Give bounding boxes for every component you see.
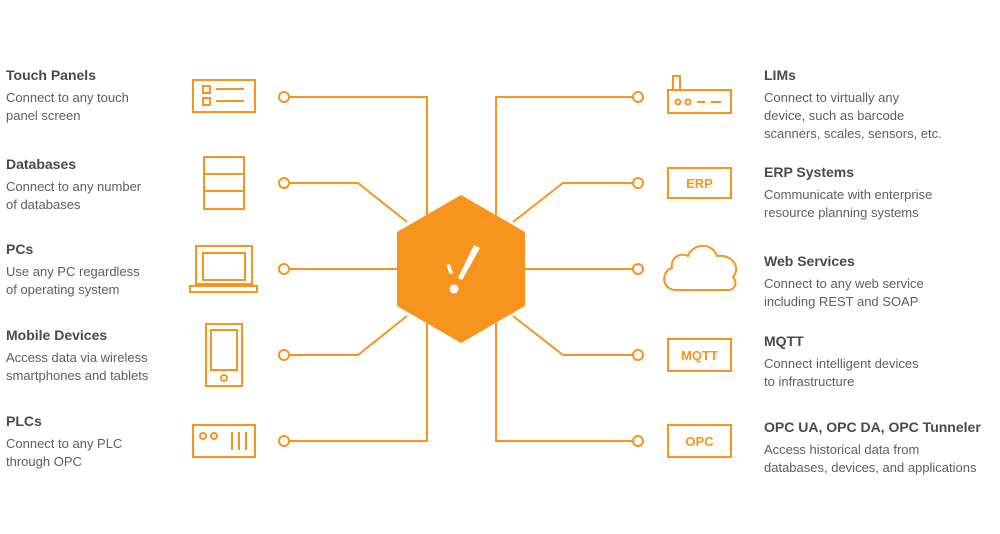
endpoint-databases: [278, 177, 290, 189]
connector-touch-panels: [289, 96, 428, 215]
endpoint-plcs: [278, 435, 290, 447]
touch-panel-icon: [192, 79, 256, 113]
exclamation-mark-icon: [446, 245, 480, 294]
erp-badge-label: ERP: [686, 176, 713, 191]
item-title: Databases: [6, 156, 77, 172]
item-title: Mobile Devices: [6, 327, 108, 343]
item-title: OPC UA, OPC DA, OPC Tunneler: [764, 419, 981, 435]
connector-databases: [289, 182, 408, 223]
connector-erp: [512, 182, 633, 223]
opc-badge-icon: [667, 424, 732, 458]
connector-plcs: [289, 323, 428, 442]
laptop-icon: [189, 245, 258, 293]
connector-endpoints: [278, 91, 644, 447]
endpoint-opc: [632, 435, 644, 447]
connector-opc: [495, 323, 633, 442]
connector-mobile-devices: [289, 315, 408, 356]
smartphone-icon: [205, 323, 243, 387]
item-title: MQTT: [764, 333, 804, 349]
connector-mqtt: [512, 315, 633, 356]
endpoint-lims: [632, 91, 644, 103]
connector-lims: [495, 96, 633, 215]
item-title: Web Services: [764, 253, 855, 269]
endpoint-mqtt: [632, 349, 644, 361]
database-icon: [203, 156, 245, 210]
endpoint-touch-panels: [278, 91, 290, 103]
mqtt-badge-icon: [667, 338, 732, 372]
cloud-icon: [663, 244, 738, 292]
router-device-icon: [667, 75, 732, 114]
item-title: PLCs: [6, 413, 42, 429]
item-opc: OPC UA, OPC DA, OPC Tunneler Access hist…: [764, 418, 1000, 477]
mqtt-badge-label: MQTT: [681, 348, 718, 363]
endpoint-erp: [632, 177, 644, 189]
central-hub: [397, 195, 525, 343]
endpoint-web-services: [632, 263, 644, 275]
erp-badge-icon: [667, 167, 732, 199]
endpoint-mobile-devices: [278, 349, 290, 361]
item-title: PCs: [6, 241, 34, 257]
connector-lines: [289, 96, 633, 442]
item-title: ERP Systems: [764, 164, 855, 180]
opc-badge-label: OPC: [685, 434, 714, 449]
item-title: Touch Panels: [6, 67, 96, 83]
endpoint-pcs: [278, 263, 290, 275]
hub-hexagon: [397, 195, 525, 343]
plc-icon: [192, 424, 256, 458]
item-title: LIMs: [764, 67, 796, 83]
